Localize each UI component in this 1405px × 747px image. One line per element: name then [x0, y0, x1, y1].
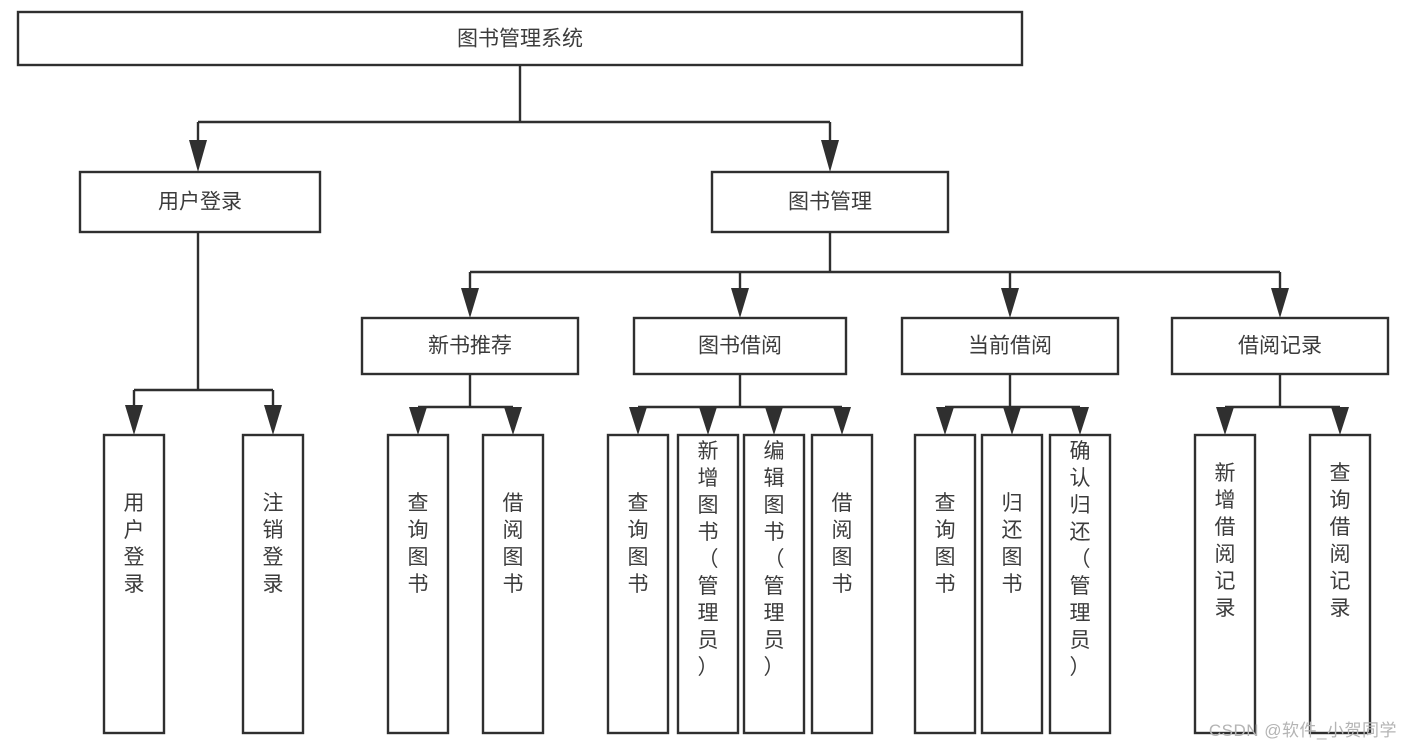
node-user-login[interactable]: 用户登录 — [78, 170, 322, 234]
node-leaf-add-book-label: 新增图书（管理员） — [698, 440, 719, 679]
node-leaf-query-borrow-record[interactable]: 查询借阅记录 — [1308, 433, 1372, 735]
node-leaf-logout-box[interactable] — [241, 433, 305, 735]
node-leaf-query-book-2-label: 查询图书 — [628, 492, 649, 596]
connector-layer — [125, 65, 1349, 435]
arrow-head-leaf-return-book — [1003, 407, 1021, 435]
arrow-head-user-login — [189, 140, 207, 172]
node-new-book-recommend-box[interactable] — [360, 316, 580, 376]
arrow-head-borrow-record — [1271, 288, 1289, 318]
node-leaf-borrow-book-1-label: 借阅图书 — [503, 492, 524, 596]
node-leaf-add-borrow-record[interactable]: 新增借阅记录 — [1193, 433, 1257, 735]
node-root-label: 图书管理系统 — [457, 28, 583, 51]
node-current-borrow-box[interactable] — [900, 316, 1120, 376]
node-layer: 图书管理系统 用户登录 图书管理 新书推荐 图书借阅 — [16, 10, 1390, 735]
arrow-head-leaf-add-borrow-record — [1216, 407, 1234, 435]
node-leaf-logout-label: 注销登录 — [263, 492, 284, 596]
node-leaf-query-book-2[interactable]: 查询图书 — [606, 433, 670, 735]
arrow-head-leaf-query-borrow-record — [1331, 407, 1349, 435]
node-leaf-return-book-box[interactable] — [980, 433, 1044, 735]
node-leaf-return-book[interactable]: 归还图书 — [980, 433, 1044, 735]
arrow-head-book-manage — [821, 140, 839, 172]
node-book-manage-box[interactable] — [710, 170, 950, 234]
node-leaf-confirm-return-box[interactable] — [1048, 433, 1112, 735]
node-leaf-add-book-box[interactable] — [676, 433, 740, 735]
arrow-head-leaf-user-login — [125, 405, 143, 435]
node-borrow-record-label: 借阅记录 — [1238, 335, 1322, 358]
node-leaf-add-borrow-record-label: 新增借阅记录 — [1215, 462, 1236, 620]
node-leaf-edit-book-box[interactable] — [742, 433, 806, 735]
arrow-head-leaf-edit-book — [765, 407, 783, 435]
node-current-borrow[interactable]: 当前借阅 — [900, 316, 1120, 376]
node-leaf-add-borrow-record-box[interactable] — [1193, 433, 1257, 735]
arrow-head-leaf-query-book-3 — [936, 407, 954, 435]
node-new-book-recommend[interactable]: 新书推荐 — [360, 316, 580, 376]
node-book-borrow[interactable]: 图书借阅 — [632, 316, 848, 376]
node-borrow-record-box[interactable] — [1170, 316, 1390, 376]
node-leaf-borrow-book-1-box[interactable] — [481, 433, 545, 735]
node-leaf-logout[interactable]: 注销登录 — [241, 433, 305, 735]
arrow-head-book-borrow — [731, 288, 749, 318]
node-leaf-query-book-3-box[interactable] — [913, 433, 977, 735]
node-book-borrow-box[interactable] — [632, 316, 848, 376]
node-book-borrow-label: 图书借阅 — [698, 335, 782, 358]
node-current-borrow-label: 当前借阅 — [968, 335, 1052, 358]
node-user-login-label: 用户登录 — [158, 191, 242, 214]
arrow-head-leaf-add-book — [699, 407, 717, 435]
node-leaf-borrow-book-2-box[interactable] — [810, 433, 874, 735]
node-leaf-borrow-book-2-label: 借阅图书 — [832, 492, 853, 596]
node-leaf-query-book-1-label: 查询图书 — [408, 492, 429, 596]
node-user-login-box[interactable] — [78, 170, 322, 234]
node-borrow-record[interactable]: 借阅记录 — [1170, 316, 1390, 376]
node-leaf-query-book-1-box[interactable] — [386, 433, 450, 735]
node-root[interactable]: 图书管理系统 — [16, 10, 1024, 67]
node-leaf-borrow-book-1[interactable]: 借阅图书 — [481, 433, 545, 735]
node-leaf-edit-book[interactable]: 编辑图书（管理员） — [742, 433, 806, 735]
node-new-book-recommend-label: 新书推荐 — [428, 335, 512, 358]
node-leaf-query-book-2-box[interactable] — [606, 433, 670, 735]
node-book-manage-label: 图书管理 — [788, 191, 872, 214]
node-leaf-borrow-book-2[interactable]: 借阅图书 — [810, 433, 874, 735]
node-leaf-user-login-box[interactable] — [102, 433, 166, 735]
node-leaf-query-borrow-record-label: 查询借阅记录 — [1330, 462, 1351, 620]
node-leaf-query-book-3[interactable]: 查询图书 — [913, 433, 977, 735]
arrow-head-new-book-recommend — [461, 288, 479, 318]
arrow-head-leaf-confirm-return — [1071, 407, 1089, 435]
arrow-head-leaf-query-book-2 — [629, 407, 647, 435]
node-leaf-return-book-label: 归还图书 — [1002, 492, 1023, 596]
node-book-manage[interactable]: 图书管理 — [710, 170, 950, 234]
node-leaf-user-login[interactable]: 用户登录 — [102, 433, 166, 735]
node-leaf-edit-book-label: 编辑图书（管理员） — [764, 440, 785, 679]
node-leaf-add-book[interactable]: 新增图书（管理员） — [676, 433, 740, 735]
arrow-head-leaf-borrow-book-2 — [833, 407, 851, 435]
node-root-box[interactable] — [16, 10, 1024, 67]
arrow-head-leaf-borrow-book-1 — [504, 407, 522, 435]
arrow-head-leaf-logout — [264, 405, 282, 435]
node-leaf-query-book-3-label: 查询图书 — [935, 492, 956, 596]
node-leaf-query-book-1[interactable]: 查询图书 — [386, 433, 450, 735]
node-leaf-confirm-return[interactable]: 确认归还（管理员） — [1048, 433, 1112, 735]
node-leaf-user-login-label: 用户登录 — [124, 492, 145, 596]
node-leaf-query-borrow-record-box[interactable] — [1308, 433, 1372, 735]
arrow-head-leaf-query-book-1 — [409, 407, 427, 435]
arrow-head-current-borrow — [1001, 288, 1019, 318]
node-leaf-confirm-return-label: 确认归还（管理员） — [1070, 440, 1091, 679]
